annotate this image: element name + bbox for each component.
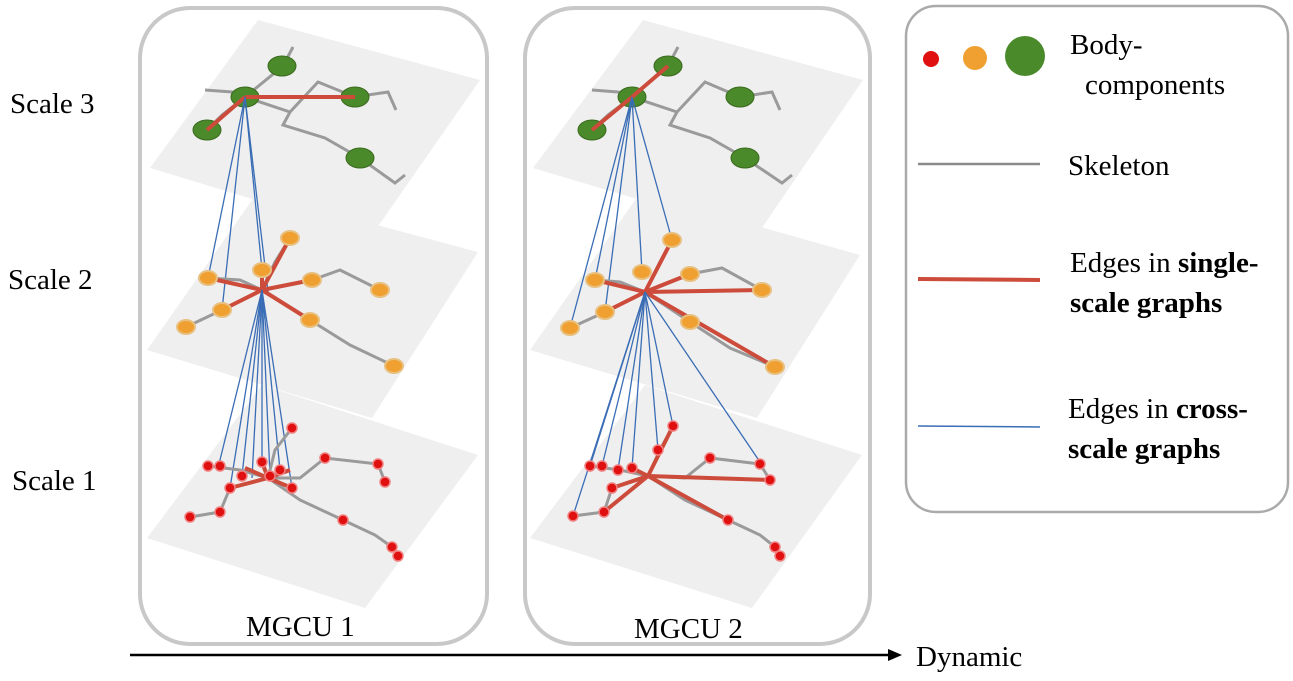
- mgcu-2-panel: [530, 20, 863, 608]
- scale-1-joints: [184, 422, 404, 562]
- legend-frame: [904, 4, 1290, 514]
- cross-edges-3-2: [207, 96, 269, 311]
- legend-cross-line1: Edges in cross-: [1068, 393, 1248, 425]
- scale-2-joints: [176, 230, 404, 374]
- mgcu-1-frame: [138, 6, 489, 646]
- dynamic-label: Dynamic: [916, 641, 1022, 673]
- scale-1-joints: [567, 420, 786, 562]
- legend-cross-line2: scale graphs: [1068, 433, 1220, 465]
- cross-scale-edge-swatch: [917, 425, 1041, 428]
- scale-1-label: Scale 1: [12, 465, 97, 497]
- legend-cross-bold1: cross-: [1176, 393, 1248, 425]
- cross-edges-2-1: [217, 289, 293, 489]
- legend-single-prefix: Edges in: [1070, 247, 1178, 279]
- large-joint-swatch: [1005, 36, 1045, 76]
- legend-single-line2: scale graphs: [1070, 287, 1222, 319]
- scale-2-joints: [560, 232, 785, 375]
- scale-1-plane: [147, 385, 478, 608]
- scale-2-label: Scale 2: [8, 264, 93, 296]
- scale-3-single-edges: [590, 64, 670, 132]
- scale-3-single-edges: [205, 95, 355, 132]
- mgcu-1-title: MGCU 1: [246, 611, 355, 643]
- single-scale-edge-swatch: [917, 277, 1041, 282]
- dynamic-arrow-head: [888, 649, 902, 661]
- scale-2-plane: [530, 193, 860, 418]
- mgcu-2-frame: [523, 6, 872, 646]
- legend-cross-prefix: Edges in: [1068, 393, 1176, 425]
- legend-single-line1: Edges in single-: [1070, 247, 1259, 279]
- mgcu-1-panel: [147, 20, 480, 608]
- legend-skeleton: Skeleton: [1068, 150, 1170, 182]
- medium-joint-swatch: [963, 46, 987, 70]
- scale-3-label: Scale 3: [10, 88, 95, 120]
- legend: Body- components Skeleton Edges in singl…: [904, 4, 1290, 514]
- cross-edges-3-2: [569, 96, 673, 329]
- legend-single-bold1: single-: [1178, 247, 1259, 279]
- small-joint-swatch: [923, 51, 939, 67]
- legend-body-line1: Body-: [1070, 29, 1143, 61]
- mgcu-2-title: MGCU 2: [634, 613, 743, 645]
- legend-body-line2: components: [1085, 69, 1225, 101]
- cross-edges-2-1: [572, 291, 761, 517]
- scale-2-plane: [147, 193, 478, 418]
